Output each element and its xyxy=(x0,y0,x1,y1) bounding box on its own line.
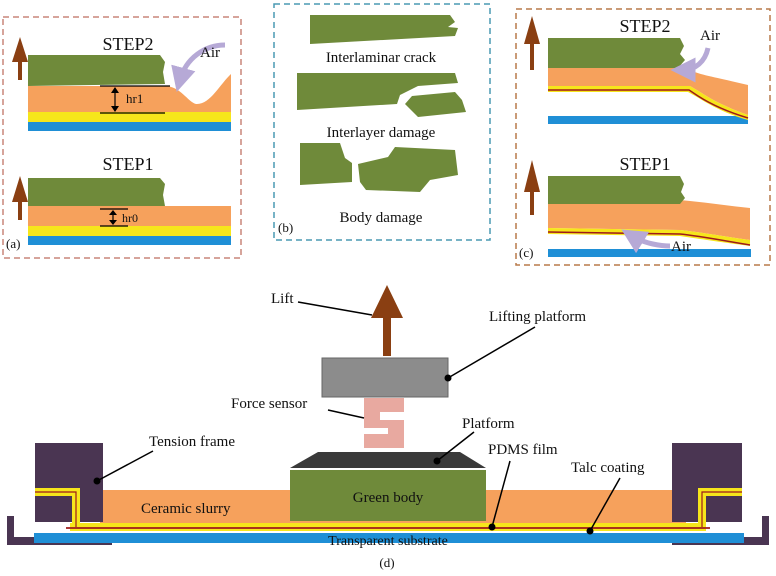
green-body-right xyxy=(358,147,458,192)
substrate-layer xyxy=(28,236,231,245)
substrate-layer xyxy=(548,116,748,124)
hr1-arrowheads-icon xyxy=(111,87,119,112)
lifting-platform-dot xyxy=(444,374,452,382)
lift-arrow-icon xyxy=(12,176,28,220)
lift-label: Lift xyxy=(271,291,294,307)
talc-coating-leader xyxy=(589,477,621,532)
tension-frame-right xyxy=(672,443,742,522)
air-label: Air xyxy=(200,45,220,61)
substrate-label: Transparent substrate xyxy=(328,534,448,549)
panel-b-letter: (b) xyxy=(278,220,293,235)
air-top-label: Air xyxy=(700,28,720,44)
transparent-substrate xyxy=(34,533,744,543)
green-body-left xyxy=(300,143,352,185)
yellow-layer xyxy=(28,226,231,236)
green-body xyxy=(548,38,685,68)
panel-c-border xyxy=(515,8,771,266)
green-body xyxy=(28,55,165,86)
body-damage-sample: Body damage xyxy=(300,143,458,226)
pdms-line xyxy=(548,89,749,119)
air-bottom-label: Air xyxy=(671,239,691,255)
green-body xyxy=(290,470,486,521)
platform xyxy=(290,452,486,468)
slurry-layer xyxy=(548,200,750,240)
interlayer-damage-sample: Interlayer damage xyxy=(297,73,466,141)
panel-c: STEP2 Air STEP1 Air (c) xyxy=(515,8,771,266)
lift-arrow-icon xyxy=(524,16,540,70)
slurry-layer xyxy=(28,206,231,226)
panel-b: Interlaminar crack Interlayer damage Bod… xyxy=(273,3,491,241)
force-sensor-leader xyxy=(327,409,365,419)
panel-c-step1: STEP1 Air xyxy=(524,154,751,257)
green-body xyxy=(310,15,458,44)
interlaminar-crack-sample: Interlaminar crack xyxy=(310,15,458,66)
lift-arrow-icon xyxy=(12,37,28,80)
green-body-upper xyxy=(297,73,458,110)
film-edge-right xyxy=(701,491,742,527)
yellow-layer xyxy=(28,112,231,122)
hr1-label: hr1 xyxy=(126,91,143,106)
slurry-layer xyxy=(548,67,748,115)
pdms-line xyxy=(547,231,751,246)
air-arrow-icon xyxy=(171,42,226,93)
panel-a-letter: (a) xyxy=(6,236,20,251)
tension-frame-leader xyxy=(96,450,154,482)
force-sensor-label: Force sensor xyxy=(231,396,307,412)
panel-c-letter: (c) xyxy=(519,245,533,260)
air-arrow-icon xyxy=(670,47,711,83)
green-body-label: Green body xyxy=(353,490,424,506)
hr0-label: hr0 xyxy=(122,211,138,225)
lift-arrow-icon xyxy=(524,160,540,215)
lifting-platform-leader xyxy=(447,326,536,379)
hr0-arrowheads-icon xyxy=(109,210,117,225)
tension-frame-dot xyxy=(93,477,101,485)
green-body-fragment xyxy=(405,92,466,117)
panel-d: Lift Lifting platform Force sensor Platf… xyxy=(7,285,769,570)
pdms-film-dot xyxy=(488,523,496,531)
film-edge-left xyxy=(35,491,77,527)
lifting-platform xyxy=(321,357,449,398)
talc-coating-label: Talc coating xyxy=(571,460,645,476)
pdms-film-leader xyxy=(491,460,511,528)
talc-coating-dot xyxy=(586,527,594,535)
green-body xyxy=(548,176,685,204)
platform-dot xyxy=(433,457,441,465)
panel-b-border xyxy=(273,3,491,241)
slurry-layer xyxy=(28,74,231,112)
panel-d-letter: (d) xyxy=(379,555,394,570)
lifting-platform-label: Lifting platform xyxy=(489,309,586,325)
green-body xyxy=(28,178,165,206)
tension-frame-label: Tension frame xyxy=(149,434,235,450)
talc-coating-layer xyxy=(70,523,706,531)
yellow-layer xyxy=(548,86,748,120)
panel-a-step2: STEP2 Air hr1 xyxy=(12,34,231,131)
ceramic-slurry-label: Ceramic slurry xyxy=(141,501,231,517)
tension-frame-left xyxy=(35,443,103,522)
pdms-film-label: PDMS film xyxy=(488,442,558,458)
crack2-label: Interlayer damage xyxy=(327,125,436,141)
crack3-label: Body damage xyxy=(340,210,423,226)
panel-c-step2: STEP2 Air xyxy=(524,16,749,124)
crack1-label: Interlaminar crack xyxy=(326,50,437,66)
lift-arrow-icon xyxy=(371,285,403,356)
force-sensor xyxy=(364,398,404,448)
step1-title: STEP1 xyxy=(619,154,670,174)
platform-leader xyxy=(436,431,475,462)
lift-leader xyxy=(297,301,373,316)
panel-a-step1: STEP1 hr0 xyxy=(12,154,231,245)
step2-title: STEP2 xyxy=(102,34,153,54)
air-arrow-icon xyxy=(621,229,671,254)
step1-title: STEP1 xyxy=(102,154,153,174)
panel-a: STEP2 Air hr1 STEP1 hr0 (a) xyxy=(2,16,242,259)
substrate-layer xyxy=(28,122,231,131)
step2-title: STEP2 xyxy=(619,16,670,36)
substrate-layer xyxy=(548,249,751,257)
platform-label: Platform xyxy=(462,416,515,432)
